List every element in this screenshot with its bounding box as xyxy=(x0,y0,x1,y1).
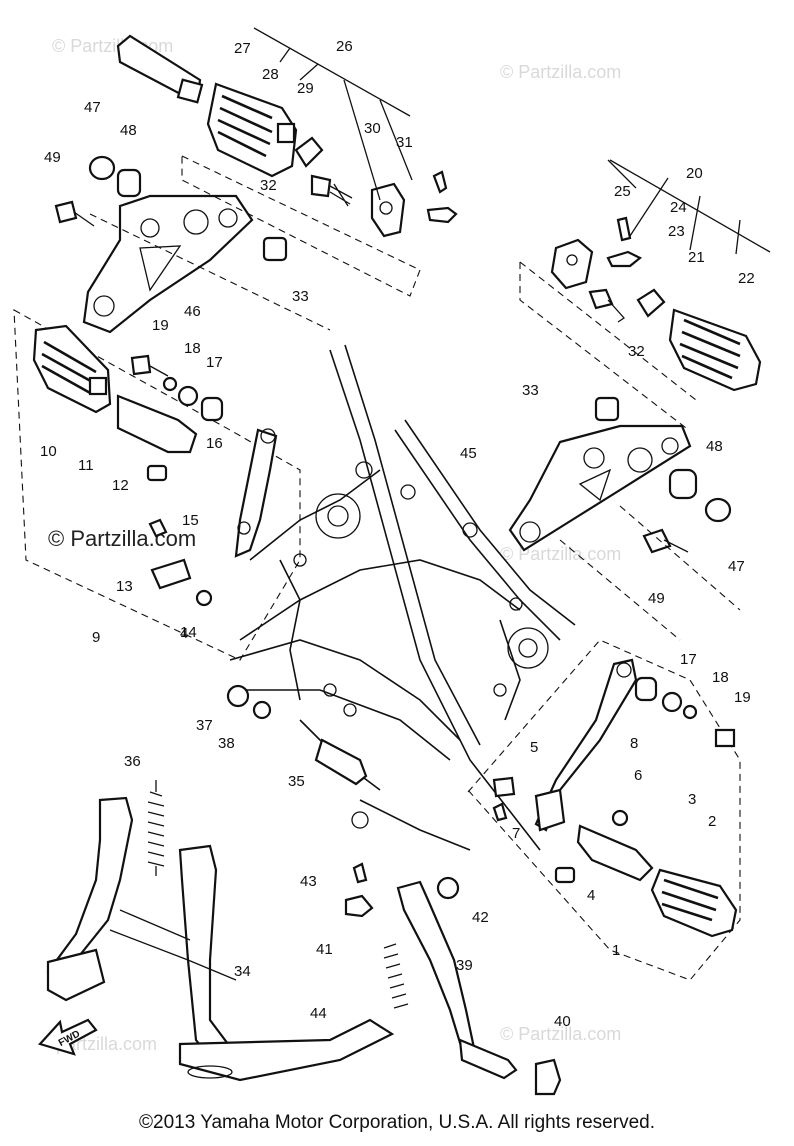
watermark-mid-right: © Partzilla.com xyxy=(500,544,621,564)
side-stand xyxy=(344,862,562,1096)
callout-11: 11 xyxy=(78,457,94,474)
watermark-top-right: © Partzilla.com xyxy=(500,62,621,82)
callout-20: 20 xyxy=(686,165,703,182)
front-footrest-right-assembly xyxy=(467,639,741,981)
front-footrest-left-assembly xyxy=(13,309,301,661)
callout-18: 18 xyxy=(184,340,201,357)
callout-16: 16 xyxy=(206,435,223,452)
callout-25: 25 xyxy=(614,183,631,200)
callout-48: 48 xyxy=(706,438,723,455)
rear-footrest-right-assembly xyxy=(519,159,771,429)
callout-30: 30 xyxy=(364,120,381,137)
callout-12: 12 xyxy=(112,477,129,494)
callout-17: 17 xyxy=(206,354,223,371)
callout-38: 38 xyxy=(218,735,235,752)
callout-1: 1 xyxy=(612,942,620,959)
copyright-notice: ©2013 Yamaha Motor Corporation, U.S.A. A… xyxy=(139,1112,655,1133)
callout-45: 45 xyxy=(460,445,477,462)
watermark-bottom-right: © Partzilla.com xyxy=(500,1024,621,1044)
callout-7: 7 xyxy=(512,825,520,842)
callout-34: 34 xyxy=(234,963,251,980)
callout-24: 24 xyxy=(670,199,687,216)
callout-4: 4 xyxy=(587,887,595,904)
callout-5: 5 xyxy=(530,739,538,756)
callout-33: 33 xyxy=(522,382,539,399)
callout-6: 6 xyxy=(634,767,642,784)
callout-39: 39 xyxy=(456,957,473,974)
callout-36: 36 xyxy=(124,753,141,770)
motorcycle-frame xyxy=(229,344,576,851)
callout-32: 32 xyxy=(628,343,645,360)
callout-13: 13 xyxy=(116,578,133,595)
callout-35: 35 xyxy=(288,773,305,790)
callout-43: 43 xyxy=(300,873,317,890)
callout-4: 4 xyxy=(180,625,188,642)
callout-27: 27 xyxy=(234,40,251,57)
callout-23: 23 xyxy=(668,223,685,240)
callout-49: 49 xyxy=(44,149,61,166)
callout-labels: 1234456789101112131415161717181819192021… xyxy=(40,38,755,1030)
callout-31: 31 xyxy=(396,134,413,151)
callout-3: 3 xyxy=(688,791,696,808)
callout-8: 8 xyxy=(630,735,638,752)
callout-47: 47 xyxy=(728,558,745,575)
callout-29: 29 xyxy=(297,80,314,97)
callout-17: 17 xyxy=(680,651,697,668)
watermark-center: © Partzilla.com xyxy=(48,526,196,551)
callout-19: 19 xyxy=(734,689,751,706)
center-stand-shaft xyxy=(226,684,368,786)
callout-44: 44 xyxy=(310,1005,327,1022)
callout-46: 46 xyxy=(184,303,201,320)
callout-28: 28 xyxy=(262,66,279,83)
callout-42: 42 xyxy=(472,909,489,926)
callout-47: 47 xyxy=(84,99,101,116)
callout-18: 18 xyxy=(712,669,729,686)
callout-40: 40 xyxy=(554,1013,571,1030)
fwd-arrow-icon: FWD xyxy=(38,1018,98,1056)
callout-49: 49 xyxy=(648,590,665,607)
callout-22: 22 xyxy=(738,270,755,287)
callout-14: 14 xyxy=(180,624,197,641)
rear-bracket-right xyxy=(508,396,741,641)
callout-2: 2 xyxy=(708,813,716,830)
callout-37: 37 xyxy=(196,717,213,734)
callout-10: 10 xyxy=(40,443,57,460)
callout-21: 21 xyxy=(688,249,705,266)
rear-footrest-left-assembly xyxy=(54,34,458,334)
callout-26: 26 xyxy=(336,38,353,55)
callout-9: 9 xyxy=(92,629,100,646)
leader-26 xyxy=(253,27,413,201)
callout-48: 48 xyxy=(120,122,137,139)
center-stand xyxy=(46,780,395,1082)
callout-41: 41 xyxy=(316,941,333,958)
callout-15: 15 xyxy=(182,512,199,529)
callout-33: 33 xyxy=(292,288,309,305)
callout-19: 19 xyxy=(152,317,169,334)
callout-32: 32 xyxy=(260,177,277,194)
